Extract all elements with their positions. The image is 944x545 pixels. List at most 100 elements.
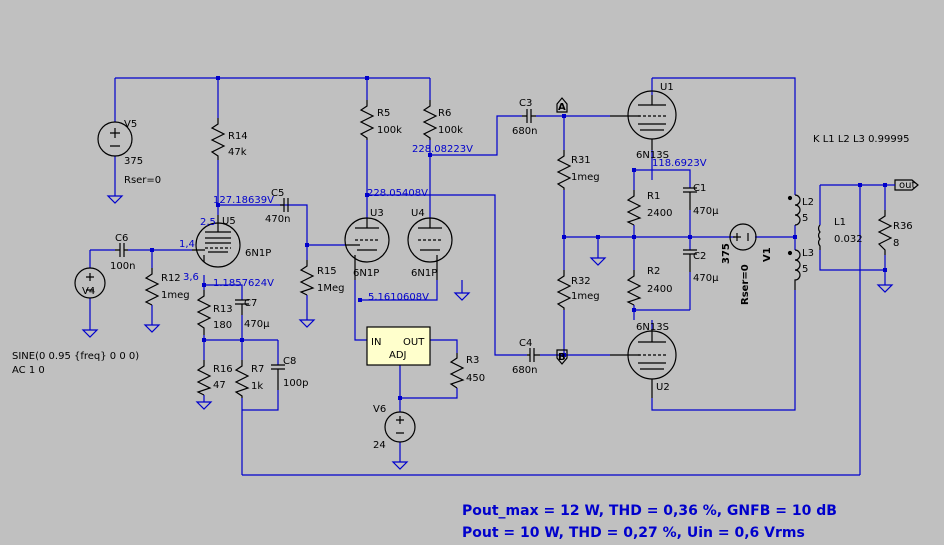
capacitor-C1 xyxy=(683,187,697,210)
label-R5: R5 xyxy=(377,108,390,119)
capacitor-C8 xyxy=(271,364,285,390)
value-C2: 470µ xyxy=(693,273,719,284)
label-R2: R2 xyxy=(647,266,660,277)
label-R7: R7 xyxy=(251,364,264,375)
label-C3: C3 xyxy=(519,98,532,109)
value-C8: 100p xyxy=(283,378,308,389)
resistor-R2 xyxy=(626,270,642,306)
resistor-R13 xyxy=(196,290,212,335)
capacitor-C6 xyxy=(115,243,128,257)
output-label: out xyxy=(899,180,915,191)
coupling-statement: K L1 L2 L3 0.99995 xyxy=(813,134,909,145)
value-R12: 1meg xyxy=(161,290,190,301)
value-V5: 375 xyxy=(124,156,143,167)
resistor-R1 xyxy=(626,190,642,226)
marker-b: B xyxy=(558,352,566,363)
grid-markers xyxy=(556,97,568,365)
type-U4: 6N1P xyxy=(411,268,437,279)
label-C5: C5 xyxy=(271,188,284,199)
type-U1: 6N13S xyxy=(636,150,669,161)
type-U2: 6N13S xyxy=(636,322,669,333)
value-R7: 1k xyxy=(251,381,263,392)
value-L2: 5 xyxy=(802,213,808,224)
label-U4: U4 xyxy=(411,208,425,219)
value-R32: 1meg xyxy=(571,291,600,302)
resistor-R14 xyxy=(210,118,226,160)
type-U3: 6N1P xyxy=(353,268,379,279)
source-V4 xyxy=(74,267,106,299)
label-R16: R16 xyxy=(213,364,233,375)
inductor-L1 xyxy=(818,224,821,250)
pin-grid-U5: 1,4 xyxy=(179,239,195,250)
capacitor-C2 xyxy=(683,249,697,272)
label-R32: R32 xyxy=(571,276,591,287)
regulator-out: OUT xyxy=(403,337,425,348)
voltage-v6: 118.6923V xyxy=(652,158,707,169)
label-R1: R1 xyxy=(647,191,660,202)
resistor-R32 xyxy=(556,270,572,310)
resistor-R7 xyxy=(234,360,250,398)
label-U5: U5 xyxy=(222,216,236,227)
value-R1: 2400 xyxy=(647,208,672,219)
value-V6: 24 xyxy=(373,440,386,451)
value-C4: 680n xyxy=(512,365,537,376)
junction-dots xyxy=(150,76,887,400)
pins-top-U5: 2,5 xyxy=(200,217,216,228)
resistor-R15 xyxy=(299,260,315,296)
value-R2: 2400 xyxy=(647,284,672,295)
label-C6: C6 xyxy=(115,233,128,244)
source-V4-spec: SINE(0 0.95 {freq} 0 0 0) xyxy=(12,351,139,362)
voltage-v3: 228.08223V xyxy=(412,144,473,155)
value-C5: 470n xyxy=(265,214,290,225)
resistor-R31 xyxy=(556,150,572,190)
tubes xyxy=(192,90,677,398)
label-V4: V4 xyxy=(82,286,95,297)
resistor-R3 xyxy=(449,353,465,389)
voltage-v4: 228.05408V xyxy=(367,188,428,199)
value-C7: 470µ xyxy=(244,319,270,330)
voltage-sources xyxy=(74,121,757,443)
label-C8: C8 xyxy=(283,356,296,367)
value-L1: 0.032 xyxy=(834,234,863,245)
capacitor-C3 xyxy=(522,109,536,123)
output-port xyxy=(885,179,919,191)
label-U1: U1 xyxy=(660,82,674,93)
regulator-adj: ADJ xyxy=(389,350,407,361)
resistor-R16 xyxy=(196,360,212,396)
type-U5: 6N1P xyxy=(245,248,271,259)
capacitor-C7 xyxy=(235,299,249,315)
resistor-R12 xyxy=(144,268,160,306)
regulator-in: IN xyxy=(371,337,381,348)
label-U2: U2 xyxy=(656,382,670,393)
label-V5: V5 xyxy=(124,119,137,130)
tube-U3 xyxy=(344,217,390,280)
wires xyxy=(89,77,886,476)
label-L2: L2 xyxy=(802,197,814,208)
label-R6: R6 xyxy=(438,108,451,119)
value-C6: 100n xyxy=(110,261,135,272)
source-V1 xyxy=(729,223,757,251)
pins-bottom-U5: 3,6 xyxy=(183,272,199,283)
label-R15: R15 xyxy=(317,266,337,277)
summary-line-2: Pout = 10 W, THD = 0,27 %, Uin = 0,6 Vrm… xyxy=(462,525,805,541)
value-V1: 375 xyxy=(721,243,732,264)
resistors xyxy=(144,100,893,398)
label-R3: R3 xyxy=(466,355,479,366)
label-C1: C1 xyxy=(693,183,706,194)
value-C1: 470µ xyxy=(693,206,719,217)
tube-U4 xyxy=(407,217,453,280)
label-C2: C2 xyxy=(693,251,706,262)
summary-line-1: Pout_max = 12 W, THD = 0,36 %, GNFB = 10… xyxy=(462,503,837,519)
label-U3: U3 xyxy=(370,208,384,219)
label-R14: R14 xyxy=(228,131,248,142)
param-V1: Rser=0 xyxy=(740,264,751,305)
value-R13: 180 xyxy=(213,320,232,331)
label-L1: L1 xyxy=(834,217,846,228)
value-L3: 5 xyxy=(802,264,808,275)
value-R31: 1meg xyxy=(571,172,600,183)
label-V1: V1 xyxy=(762,247,773,262)
source-V5 xyxy=(97,121,133,157)
tube-U1 xyxy=(610,90,677,150)
value-R15: 1Meg xyxy=(317,283,345,294)
